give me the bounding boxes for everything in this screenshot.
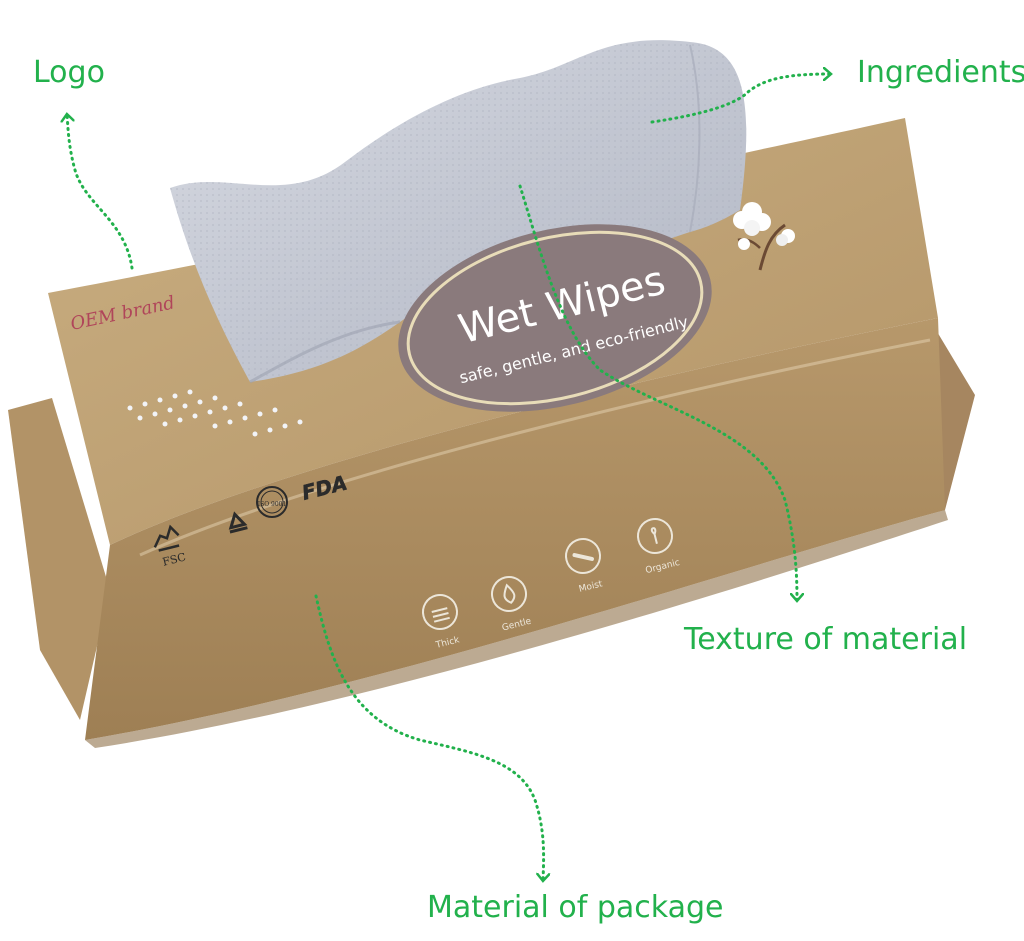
texture-callout-label: Texture of material bbox=[684, 622, 968, 657]
logo-callout-label: Logo bbox=[33, 55, 105, 90]
iso-label: ISO 9001 bbox=[258, 501, 287, 508]
fsc-icon: FSC bbox=[153, 524, 187, 569]
texture-arrow bbox=[518, 184, 797, 600]
package-callout-label: Material of package bbox=[427, 890, 724, 925]
dot-pattern-decoration bbox=[127, 389, 303, 437]
wipe-sheet bbox=[170, 40, 747, 384]
ingredients-callout-label: Ingredients bbox=[857, 55, 1024, 90]
callout-arrows bbox=[67, 74, 830, 880]
package-bottom-fold bbox=[85, 510, 948, 748]
recycle-icon bbox=[228, 511, 248, 534]
iso-9001-icon: ISO 9001 bbox=[256, 486, 288, 518]
logo-arrow bbox=[67, 115, 134, 270]
ingredients-arrow bbox=[650, 74, 830, 124]
fsc-label: FSC bbox=[161, 550, 187, 568]
package-front-face bbox=[85, 318, 945, 740]
wet-wipes-badge: Wet Wipes safe, gentle, and eco-friendly bbox=[398, 224, 712, 412]
package-left-flap bbox=[8, 398, 110, 720]
package-arrow bbox=[314, 594, 544, 880]
cotton-flower-icon bbox=[733, 202, 795, 271]
